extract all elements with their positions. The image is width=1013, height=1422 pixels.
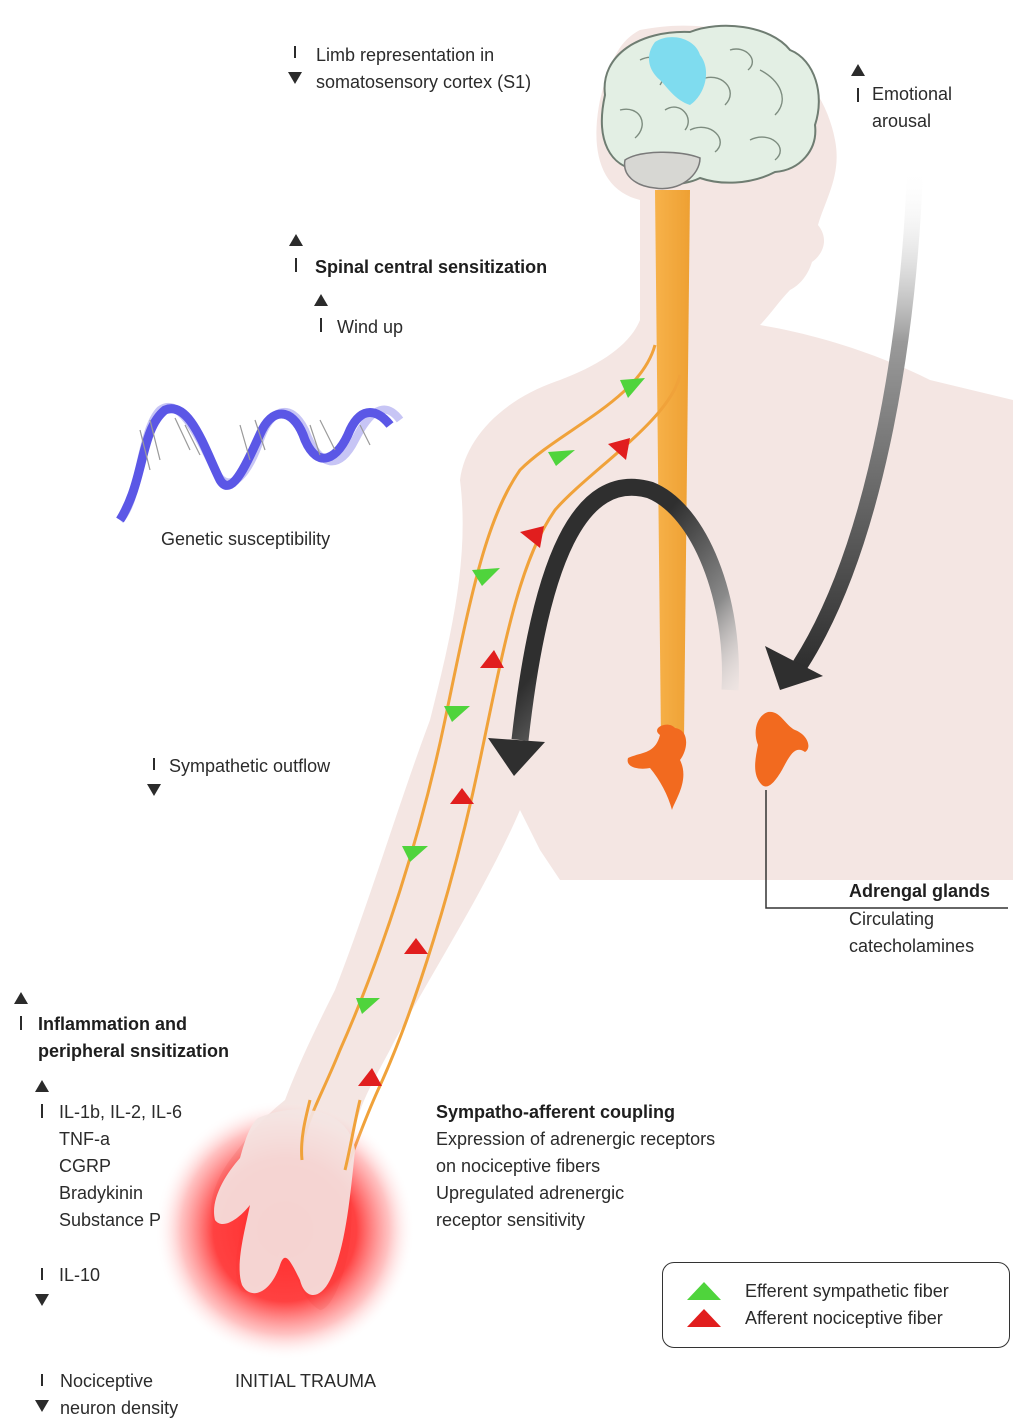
sympathetic-outflow-label: Sympathetic outflow <box>169 753 330 780</box>
il10-label: IL-10 <box>59 1262 100 1289</box>
down-arrow-icon <box>287 44 303 86</box>
up-arrow-icon <box>34 1078 50 1120</box>
down-arrow-icon <box>146 756 162 798</box>
coupling-title: Sympatho-afferent coupling <box>436 1099 675 1126</box>
cytokine-item: IL-1b, IL-2, IL-6 <box>59 1099 182 1126</box>
cytokine-item: CGRP <box>59 1153 182 1180</box>
down-arrow-icon <box>34 1266 50 1308</box>
up-arrow-icon <box>850 62 866 104</box>
down-arrow-icon <box>34 1372 50 1414</box>
initial-trauma-label: INITIAL TRAUMA <box>235 1368 376 1395</box>
up-arrow-icon <box>13 990 29 1032</box>
legend-item-afferent: Afferent nociceptive fiber <box>685 1305 943 1331</box>
brain <box>602 26 819 189</box>
cytokine-item: Substance P <box>59 1207 182 1234</box>
legend-efferent-label: Efferent sympathetic fiber <box>745 1281 949 1302</box>
cytokine-list: IL-1b, IL-2, IL-6 TNF-a CGRP Bradykinin … <box>59 1099 182 1234</box>
green-triangle-icon <box>685 1280 723 1302</box>
legend: Efferent sympathetic fiber Afferent noci… <box>662 1262 1010 1348</box>
up-arrow-icon <box>288 232 304 274</box>
dna-helix <box>120 407 400 520</box>
cytokine-item: Bradykinin <box>59 1180 182 1207</box>
wind-up-label: Wind up <box>337 314 403 341</box>
spinal-cord <box>655 190 690 740</box>
cytokine-item: TNF-a <box>59 1126 182 1153</box>
adrenal-glands-title: Adrengal glands <box>849 878 990 905</box>
red-triangle-icon <box>685 1307 723 1329</box>
legend-item-efferent: Efferent sympathetic fiber <box>685 1278 949 1304</box>
spinal-sensitization-label: Spinal central sensitization <box>315 254 547 281</box>
genetic-susceptibility-label: Genetic susceptibility <box>161 526 330 553</box>
legend-afferent-label: Afferent nociceptive fiber <box>745 1308 943 1329</box>
up-arrow-icon <box>313 292 329 334</box>
coupling-description: Expression of adrenergic receptors on no… <box>436 1126 715 1234</box>
